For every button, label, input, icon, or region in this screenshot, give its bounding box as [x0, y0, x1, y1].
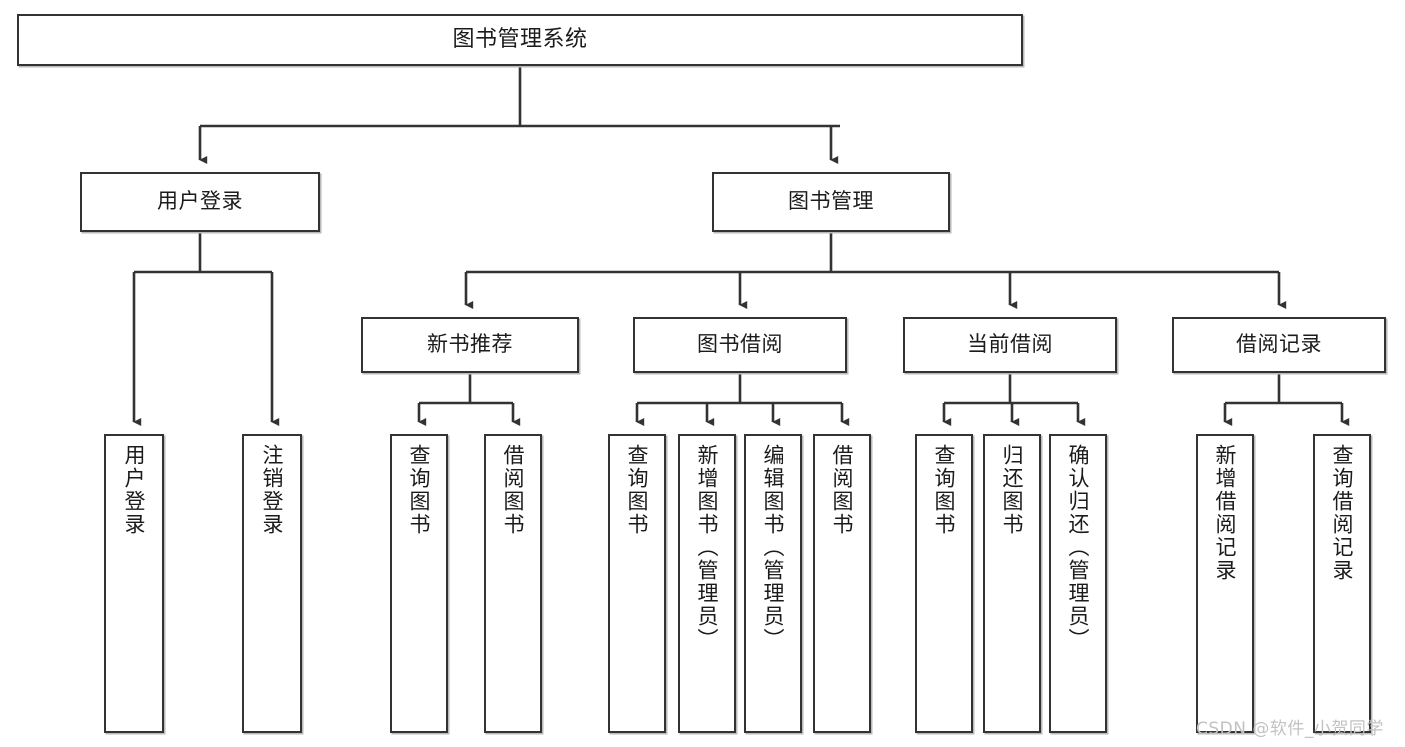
node-leaf-user-login[interactable]: 用户登录: [104, 434, 164, 733]
node-leaf-query-book-1[interactable]: 查询图书: [390, 434, 448, 733]
node-leaf-add-book[interactable]: 新增图书（管理员）: [678, 434, 736, 733]
node-leaf-borrow-book-2-label: 借阅图书: [830, 444, 855, 536]
node-leaf-return-book-label: 归还图书: [1000, 444, 1025, 536]
node-leaf-return-book[interactable]: 归还图书: [983, 434, 1041, 733]
node-leaf-query-book-2-label: 查询图书: [625, 444, 650, 536]
node-leaf-query-book-3-label: 查询图书: [932, 444, 957, 536]
node-new-book-recommend[interactable]: 新书推荐: [361, 317, 579, 373]
node-leaf-borrow-book-1[interactable]: 借阅图书: [484, 434, 542, 733]
node-leaf-add-record[interactable]: 新增借阅记录: [1196, 434, 1254, 733]
node-leaf-query-record-label: 查询借阅记录: [1330, 444, 1355, 582]
node-borrow-record-label: 借阅记录: [1236, 332, 1322, 357]
node-leaf-edit-book[interactable]: 编辑图书（管理员）: [744, 434, 802, 733]
node-leaf-query-book-3[interactable]: 查询图书: [915, 434, 973, 733]
node-leaf-query-record[interactable]: 查询借阅记录: [1313, 434, 1371, 733]
node-user-login-label: 用户登录: [157, 189, 243, 214]
node-leaf-edit-book-label: 编辑图书（管理员）: [761, 444, 786, 651]
node-leaf-borrow-book-2[interactable]: 借阅图书: [813, 434, 871, 733]
node-borrow-record[interactable]: 借阅记录: [1172, 317, 1386, 373]
node-leaf-add-book-label: 新增图书（管理员）: [695, 444, 720, 651]
node-current-borrow-label: 当前借阅: [967, 332, 1053, 357]
node-leaf-logout-label: 注销登录: [260, 444, 285, 536]
node-leaf-user-login-label: 用户登录: [122, 444, 147, 536]
node-leaf-confirm-return[interactable]: 确认归还（管理员）: [1049, 434, 1107, 733]
node-book-borrow[interactable]: 图书借阅: [633, 317, 847, 373]
node-root-label: 图书管理系统: [452, 26, 588, 52]
node-leaf-query-book-2[interactable]: 查询图书: [608, 434, 666, 733]
node-book-management-label: 图书管理: [788, 189, 874, 214]
node-leaf-logout[interactable]: 注销登录: [242, 434, 302, 733]
node-leaf-query-book-1-label: 查询图书: [407, 444, 432, 536]
node-user-login[interactable]: 用户登录: [80, 172, 320, 232]
csdn-watermark: CSDN @软件_小贺同学: [1196, 719, 1384, 739]
node-new-book-recommend-label: 新书推荐: [427, 332, 513, 357]
node-root[interactable]: 图书管理系统: [17, 14, 1023, 66]
node-leaf-confirm-return-label: 确认归还（管理员）: [1066, 444, 1091, 651]
node-book-management[interactable]: 图书管理: [712, 172, 950, 232]
node-current-borrow[interactable]: 当前借阅: [903, 317, 1117, 373]
node-leaf-borrow-book-1-label: 借阅图书: [501, 444, 526, 536]
node-leaf-add-record-label: 新增借阅记录: [1213, 444, 1238, 582]
node-book-borrow-label: 图书借阅: [697, 332, 783, 357]
